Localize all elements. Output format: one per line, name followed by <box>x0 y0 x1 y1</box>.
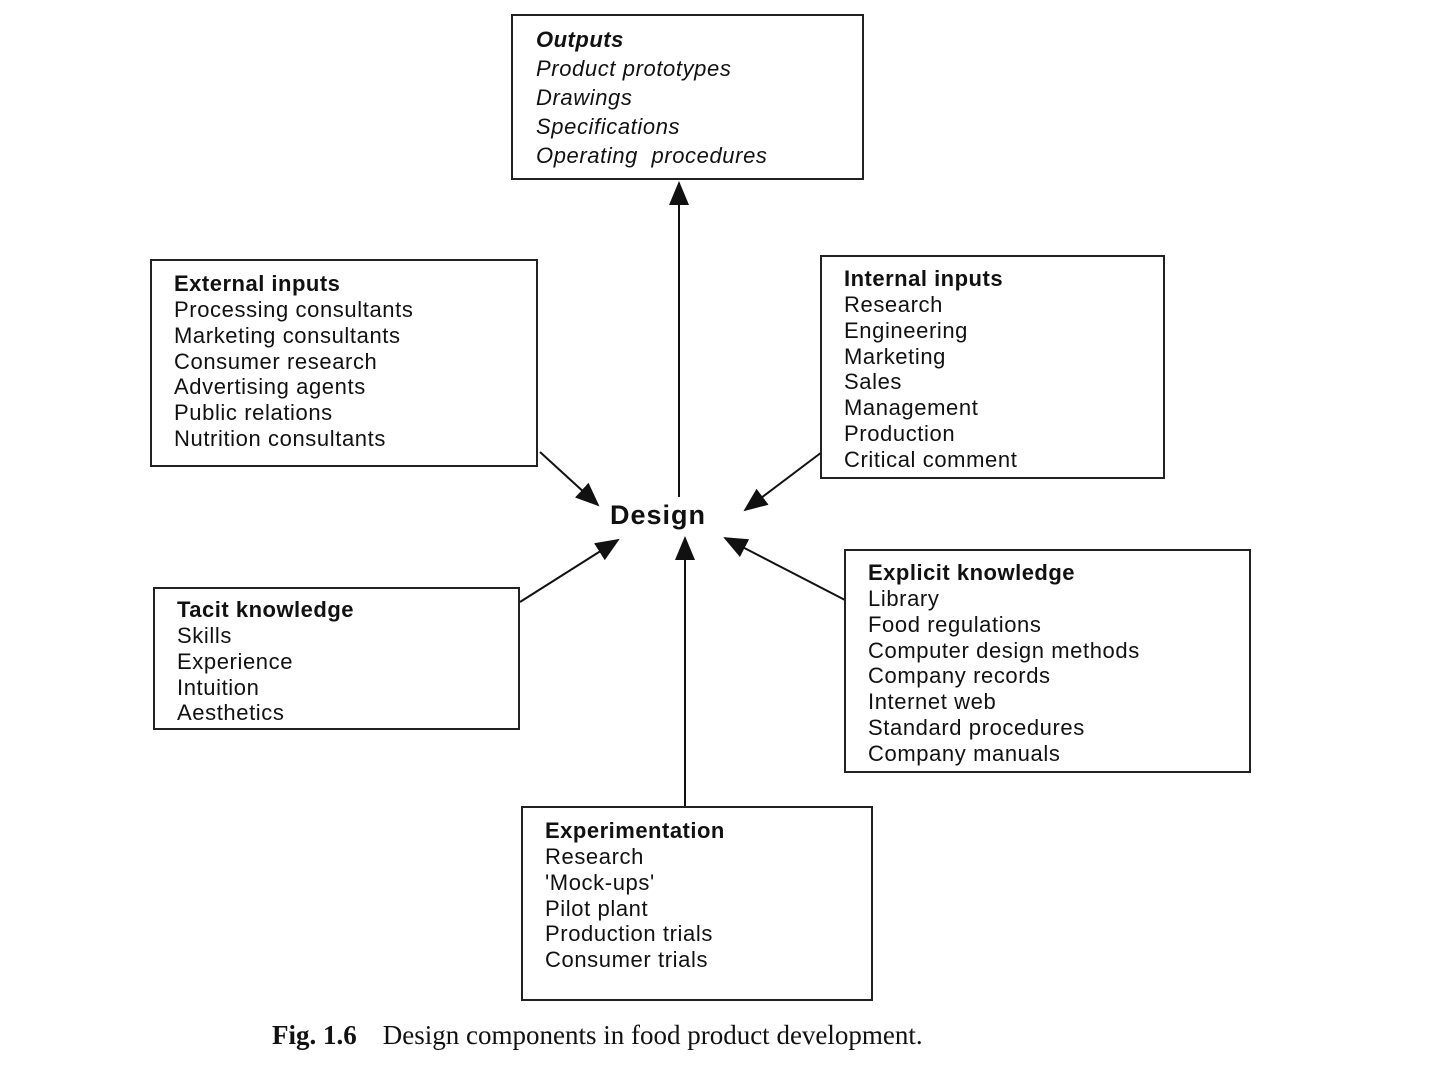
experimentation-item: Consumer trials <box>545 947 709 973</box>
outputs-box: Outputs Product prototypes Drawings Spec… <box>511 14 864 180</box>
tacit-knowledge-item: Skills <box>177 623 232 648</box>
explicit-knowledge-item: Company manuals <box>868 740 1061 766</box>
experimentation-box: Experimentation Research 'Mock-ups' Pilo… <box>521 806 873 1001</box>
external-inputs-item: Consumer research <box>174 348 378 374</box>
explicit-knowledge-title: Explicit knowledge <box>868 560 1076 585</box>
arrow-tacit-to-design <box>519 538 620 603</box>
internal-inputs-title: Internal inputs <box>844 266 1004 291</box>
tacit-knowledge-item: Experience <box>177 648 294 674</box>
experimentation-title: Experimentation <box>545 818 725 843</box>
experimentation-item: Production trials <box>545 921 713 947</box>
outputs-item: Specifications <box>536 114 681 139</box>
internal-inputs-item: Critical comment <box>844 446 1018 472</box>
experimentation-item: Pilot plant <box>545 895 649 921</box>
external-inputs-box: External inputs Processing consultants M… <box>150 259 538 467</box>
arrow-internal-to-design <box>743 451 823 512</box>
arrow-explicit-to-design <box>723 537 846 601</box>
external-inputs-item: Nutrition consultants <box>174 425 386 451</box>
figure-caption-text: Design components in food product develo… <box>382 1020 923 1050</box>
figure-number: Fig. 1.6 <box>272 1020 357 1050</box>
tacit-knowledge-item: Aesthetics <box>177 700 285 726</box>
experimentation-item: 'Mock-ups' <box>545 869 655 895</box>
internal-inputs-item: Production <box>844 420 956 446</box>
arrow-external-to-design <box>539 451 600 507</box>
design-label: Design <box>610 500 707 530</box>
explicit-knowledge-item: Library <box>868 586 940 611</box>
internal-inputs-box: Internal inputs Research Engineering Mar… <box>820 255 1165 479</box>
external-inputs-item: Advertising agents <box>174 374 366 400</box>
tacit-knowledge-box: Tacit knowledge Skills Experience Intuit… <box>153 587 520 730</box>
tacit-knowledge-title: Tacit knowledge <box>177 597 355 622</box>
outputs-title: Outputs <box>536 27 624 52</box>
internal-inputs-item: Engineering <box>844 317 969 343</box>
internal-inputs-item: Marketing <box>844 343 946 369</box>
outputs-item: Product prototypes <box>536 56 732 81</box>
explicit-knowledge-item: Internet web <box>868 689 997 715</box>
external-inputs-item: Processing consultants <box>174 297 414 322</box>
external-inputs-item: Marketing consultants <box>174 322 401 348</box>
figure-caption: Fig. 1.6 Design components in food produc… <box>272 1020 923 1051</box>
internal-inputs-item: Research <box>844 292 943 317</box>
explicit-knowledge-item: Company records <box>868 663 1051 689</box>
outputs-item: Operating procedures <box>536 143 768 168</box>
explicit-knowledge-item: Computer design methods <box>868 637 1140 663</box>
explicit-knowledge-item: Food regulations <box>868 611 1042 637</box>
internal-inputs-item: Management <box>844 395 979 421</box>
outputs-item: Drawings <box>536 85 633 110</box>
experimentation-item: Research <box>545 844 644 869</box>
external-inputs-title: External inputs <box>174 271 341 296</box>
explicit-knowledge-box: Explicit knowledge Library Food regulati… <box>844 549 1251 773</box>
internal-inputs-item: Sales <box>844 369 903 395</box>
external-inputs-item: Public relations <box>174 400 333 426</box>
explicit-knowledge-item: Standard procedures <box>868 714 1085 740</box>
tacit-knowledge-item: Intuition <box>177 674 260 700</box>
